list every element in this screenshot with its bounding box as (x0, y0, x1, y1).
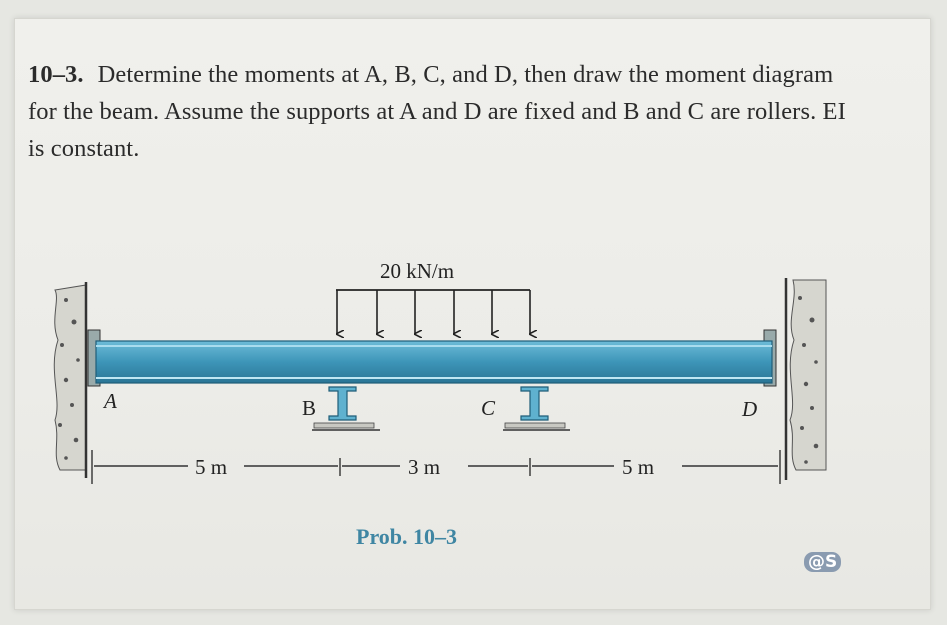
label-c: C (481, 396, 496, 420)
fixed-support-a (53, 282, 101, 478)
dimension-lines (91, 450, 781, 484)
problem-statement: 10–3.Determine the moments at A, B, C, a… (28, 56, 848, 167)
distributed-load (336, 289, 530, 334)
problem-text: Determine the moments at A, B, C, and D,… (28, 61, 846, 162)
span-bc-label: 3 m (408, 455, 440, 479)
label-d: D (741, 397, 757, 421)
problem-number: 10–3. (28, 61, 84, 88)
label-b: B (302, 396, 316, 420)
roller-support-b (312, 386, 380, 431)
load-label: 20 kN/m (380, 259, 454, 283)
label-a: A (102, 389, 117, 413)
span-ab-label: 5 m (195, 455, 227, 479)
page-sheet (14, 18, 931, 610)
watermark-badge: @S (804, 552, 842, 572)
fixed-support-d (763, 278, 827, 480)
beam (95, 340, 773, 384)
roller-support-c (503, 386, 570, 431)
figure-caption: Prob. 10–3 (356, 524, 458, 549)
span-cd-label: 5 m (622, 455, 654, 479)
